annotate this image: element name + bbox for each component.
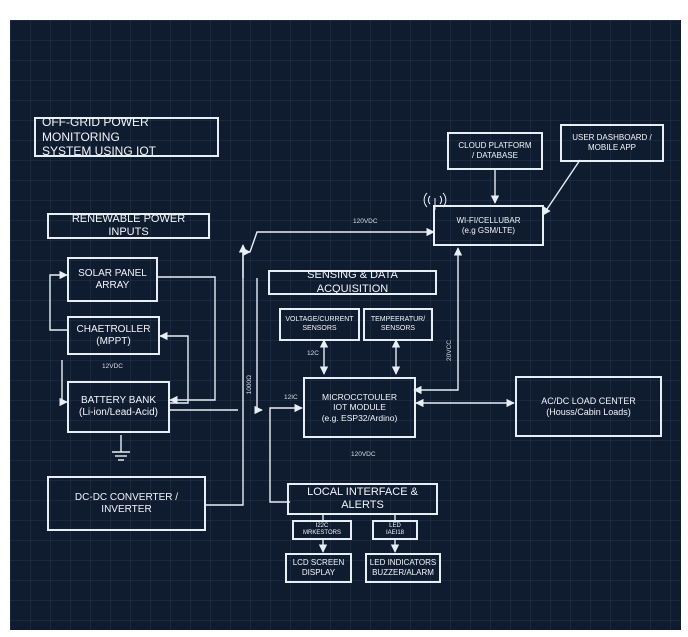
- led-connector-block: LED IAEI18: [372, 520, 418, 540]
- mcu-line-3: (e.g. ESP32/Ardino): [321, 412, 398, 423]
- lcd-line-2: DISPLAY: [301, 568, 336, 577]
- voltage-line-2: SENSORS: [302, 324, 337, 332]
- wire-dcdc-bus: [206, 247, 251, 506]
- wire-controller-battery: [59, 360, 68, 407]
- wire-bus-down: [254, 278, 263, 415]
- dcdc-converter-block: DC-DC CONVERTER / INVERTER: [47, 476, 206, 531]
- label-12vdc: 12VDC: [102, 363, 123, 370]
- i2c-connector-block: I22C MRKESTORS: [292, 520, 352, 540]
- wire-battery-controller: [159, 331, 189, 404]
- controller-line-1: CHAETROLLER: [76, 323, 151, 335]
- dashboard-line-1: USER DASHBOARD /: [572, 133, 652, 143]
- cloud-line-2: / DATABASE: [472, 151, 518, 160]
- wifi-line-2: (e.g GSM/LTE): [461, 225, 516, 235]
- diagram-canvas: OFF-GRID POWER MONITORING SYSTEM USING I…: [10, 20, 681, 630]
- page-title: OFF-GRID POWER MONITORING SYSTEM USING I…: [34, 115, 219, 159]
- wifi-line-1: WI-FI/CELLUBAR: [456, 215, 521, 225]
- wire-solar-right: [157, 276, 216, 405]
- label-i2c-left: 12C: [307, 350, 319, 357]
- battery-line-2: (Li-ion/Lead-Acid): [79, 407, 158, 418]
- led-small-line-2: IAEI18: [385, 530, 404, 536]
- title-line-2: SYSTEM USING IOT: [42, 144, 157, 159]
- local-interface-header: LOCAL INTERFACE & ALERTS: [287, 483, 438, 515]
- label-20vcc: 20VCC: [446, 340, 453, 361]
- cloud-platform-block: CLOUD PLATFORM / DATABASE: [447, 132, 543, 170]
- led-line-2: BUZZER/ALARM: [372, 568, 434, 577]
- load-line-1: AC/DC LOAD CENTER: [541, 395, 636, 406]
- dashboard-block: USER DASHBOARD / MOBILE APP: [560, 124, 664, 162]
- cloud-line-1: CLOUD PLATFORM: [458, 141, 532, 151]
- led-line-1: LED INDICATORS: [369, 558, 437, 568]
- solar-line-2: ARRAY: [95, 279, 130, 291]
- lcd-display-block: LCD SCREEN DISPLAY: [285, 553, 352, 583]
- title-line-1: OFF-GRID POWER MONITORING: [42, 115, 149, 144]
- solar-panel-block: SOLAR PANEL ARRAY: [67, 257, 158, 302]
- i2c-small-line-2: MRKESTORS: [303, 530, 341, 536]
- label-120vdc-bottom: 120VDC: [351, 451, 376, 458]
- lcd-line-1: LCD SCREEN: [292, 558, 345, 568]
- controller-block: CHAETROLLER (MPPT): [67, 316, 160, 355]
- dashboard-line-2: MOBILE APP: [587, 143, 637, 152]
- wire-local-mcu: [269, 403, 303, 503]
- wire-solar-loop-left: [49, 270, 68, 331]
- microcontroller-block: MICROCCTOULER IOT MODULE (e.g. ESP32/Ard…: [303, 377, 416, 438]
- wifi-cellular-block: WI-FI/CELLUBAR (e.g GSM/LTE): [433, 205, 544, 246]
- battery-bank-block: BATTERY BANK (Li-ion/Lead-Acid): [67, 381, 170, 433]
- dcdc-label: DC-DC CONVERTER / INVERTER: [74, 491, 179, 515]
- voltage-line-1: VOLTAGE/CURRENT: [285, 316, 354, 324]
- battery-line-1: BATTERY BANK: [80, 395, 157, 406]
- temp-line-2: SENSORS: [380, 324, 416, 332]
- voltage-sensor-block: VOLTAGE/CURRENT SENSORS: [279, 308, 360, 341]
- label-1000: 1000Ω: [246, 375, 253, 395]
- antenna-icon: [423, 192, 447, 210]
- controller-line-2: (MPPT): [96, 335, 131, 347]
- wire-dashboard-wifi: [542, 159, 581, 216]
- wire-120vdc-wifi: [249, 227, 435, 253]
- led-indicators-block: LED INDICATORS BUZZER/ALARM: [365, 553, 441, 583]
- renewable-section-header: RENEWABLE POWER INPUTS: [47, 213, 210, 239]
- temperature-sensor-block: TEMPEERATUR/ SENSORS: [363, 308, 433, 341]
- mcu-line-2: IOT MODULE: [333, 402, 386, 413]
- solar-line-1: SOLAR PANEL: [78, 267, 147, 279]
- load-line-2: (Houss/Cabin Loads): [546, 406, 631, 417]
- i2c-small-line-1: I22C: [315, 522, 329, 529]
- wire-wifi-mcu: [413, 247, 463, 395]
- label-120vdc-top: 120VDC: [353, 218, 378, 225]
- led-small-line-1: LED: [389, 522, 401, 529]
- sensing-section-header: SENSING & DATA ACQUISITION: [268, 269, 437, 295]
- temp-line-1: TEMPEERATUR/: [370, 316, 426, 324]
- load-center-block: AC/DC LOAD CENTER (Houss/Cabin Loads): [515, 376, 662, 437]
- wiring: [49, 159, 581, 553]
- label-i2c-mid: 12IC: [284, 394, 298, 401]
- mcu-line-1: MICROCCTOULER: [322, 392, 397, 403]
